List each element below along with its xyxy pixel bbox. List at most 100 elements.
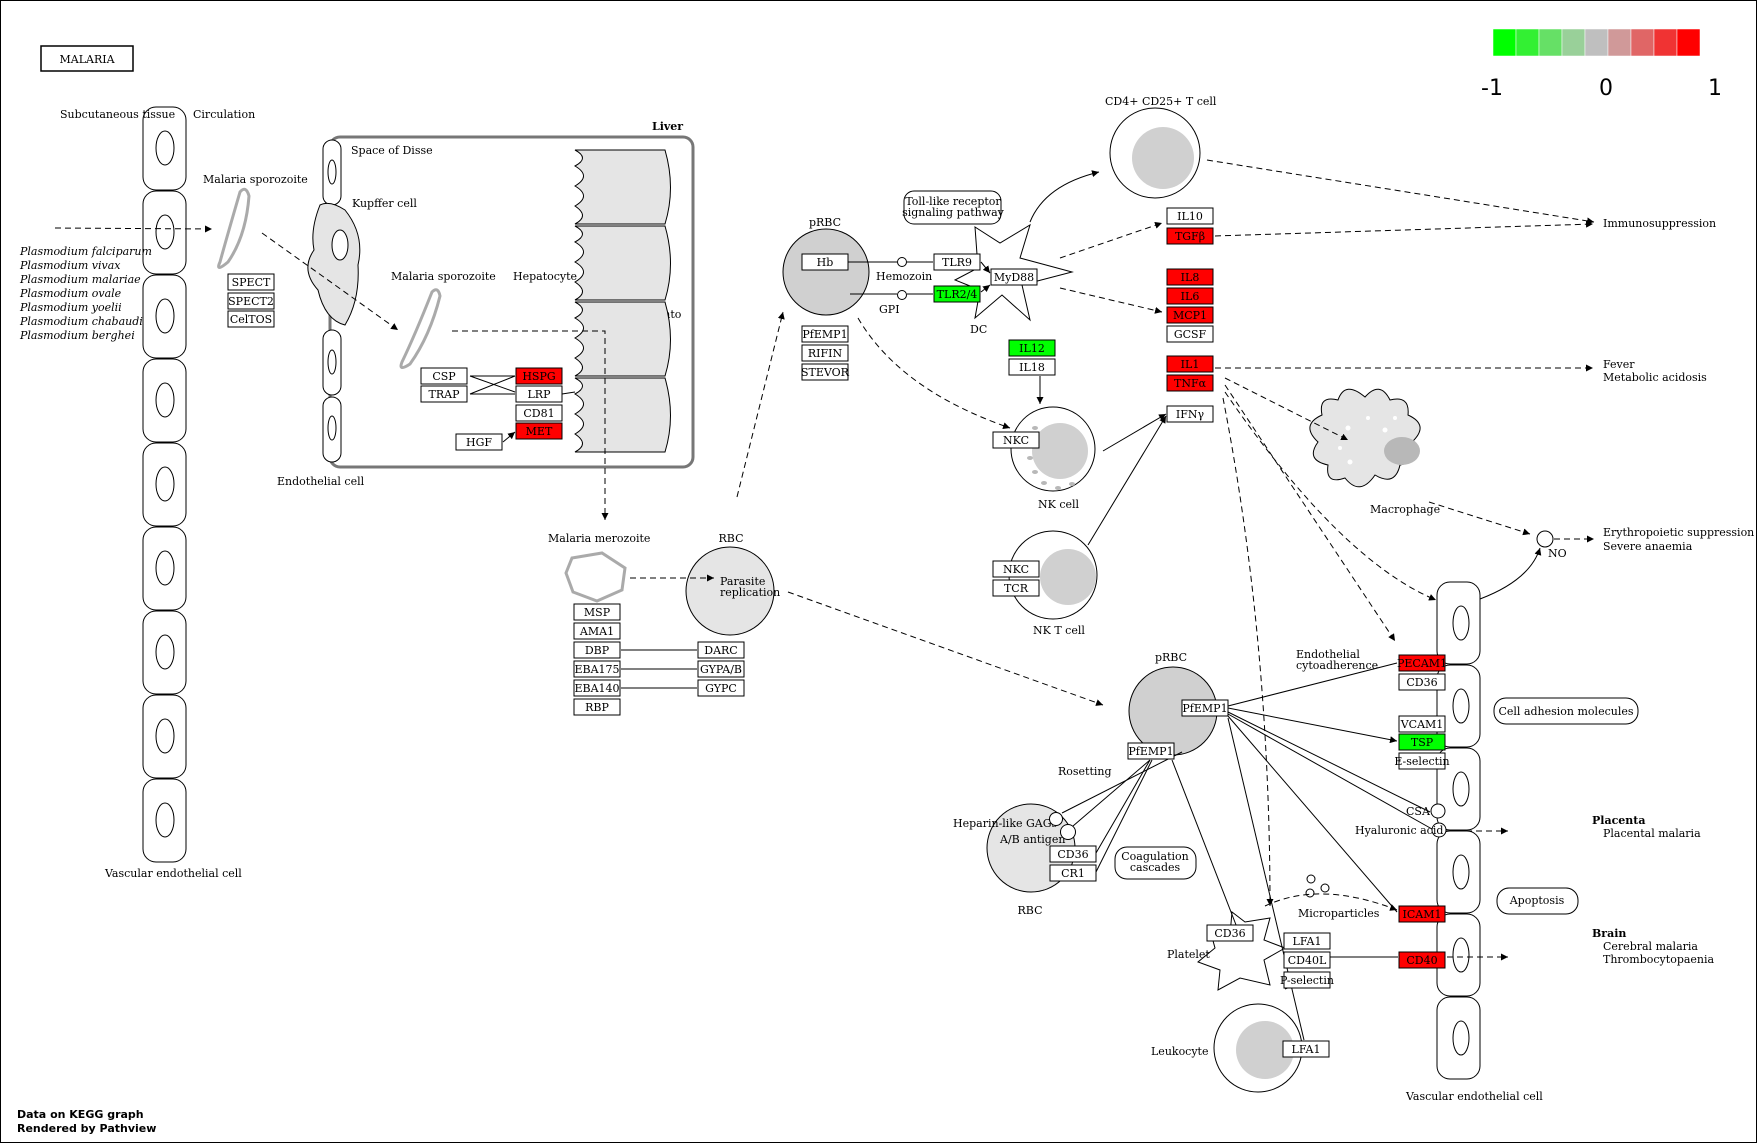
gene-hb[interactable]: Hb bbox=[801, 253, 849, 271]
gene-trap[interactable]: TRAP bbox=[420, 385, 468, 403]
gene-box-csp[interactable] bbox=[420, 367, 468, 385]
gene-spect[interactable]: SPECT bbox=[227, 273, 275, 291]
gene-rifin[interactable]: RIFIN bbox=[801, 344, 849, 362]
gene-box-nkc2[interactable] bbox=[992, 560, 1040, 578]
gene-box-cr1[interactable] bbox=[1049, 864, 1097, 882]
gene-tsp[interactable]: TSP bbox=[1398, 733, 1446, 751]
gene-tlr9[interactable]: TLR9 bbox=[933, 253, 981, 271]
gene-box-hgf[interactable] bbox=[455, 433, 503, 451]
gene-mcp1[interactable]: MCP1 bbox=[1166, 306, 1214, 324]
gene-cd36c[interactable]: CD36 bbox=[1206, 924, 1254, 942]
gene-box-tcr[interactable] bbox=[992, 579, 1040, 597]
gene-eselectin[interactable]: E-selectin bbox=[1394, 752, 1450, 770]
gene-cd40[interactable]: CD40 bbox=[1398, 951, 1446, 969]
gene-box-spect2[interactable] bbox=[227, 292, 275, 310]
gene-box-eselectin[interactable] bbox=[1398, 752, 1446, 770]
gene-lfa1b[interactable]: LFA1 bbox=[1282, 1040, 1330, 1058]
gene-box-il10[interactable] bbox=[1166, 207, 1214, 225]
gene-box-lrp[interactable] bbox=[515, 385, 563, 403]
gene-box-trap[interactable] bbox=[420, 385, 468, 403]
gene-ama1[interactable]: AMA1 bbox=[573, 622, 621, 640]
gene-pfemp1c[interactable]: PfEMP1 bbox=[1127, 742, 1175, 760]
gene-lrp[interactable]: LRP bbox=[515, 385, 563, 403]
gene-box-cd40l[interactable] bbox=[1283, 951, 1331, 969]
gene-cr1[interactable]: CR1 bbox=[1049, 864, 1097, 882]
gene-nkc2[interactable]: NKC bbox=[992, 560, 1040, 578]
gene-il8[interactable]: IL8 bbox=[1166, 268, 1214, 286]
gene-box-cd36b[interactable] bbox=[1049, 845, 1097, 863]
gene-box-hspg[interactable] bbox=[515, 367, 563, 385]
gene-tcr[interactable]: TCR bbox=[992, 579, 1040, 597]
gene-box-cd81[interactable] bbox=[515, 404, 563, 422]
gene-box-dbp[interactable] bbox=[573, 641, 621, 659]
gene-box-tlr24[interactable] bbox=[933, 285, 981, 303]
gene-box-vcam1[interactable] bbox=[1398, 715, 1446, 733]
cell-adhesion-box[interactable] bbox=[1493, 697, 1639, 725]
gene-tgfb[interactable]: TGFβ bbox=[1166, 227, 1214, 245]
gene-box-tnfa[interactable] bbox=[1166, 374, 1214, 392]
apoptosis-box[interactable] bbox=[1496, 887, 1579, 915]
gene-box-pecam1[interactable] bbox=[1398, 654, 1446, 672]
gene-box-pselectin[interactable] bbox=[1283, 971, 1331, 989]
gene-nkc1[interactable]: NKC bbox=[992, 431, 1040, 449]
gene-pselectin[interactable]: P-selectin bbox=[1280, 971, 1334, 989]
gene-il10[interactable]: IL10 bbox=[1166, 207, 1214, 225]
gene-box-myd88[interactable] bbox=[990, 268, 1038, 286]
gene-box-eba175[interactable] bbox=[573, 660, 621, 678]
gene-vcam1[interactable]: VCAM1 bbox=[1398, 715, 1446, 733]
gene-box-lfa1b[interactable] bbox=[1282, 1040, 1330, 1058]
gene-tnfa[interactable]: TNFα bbox=[1166, 374, 1214, 392]
gene-box-icam1[interactable] bbox=[1398, 905, 1446, 923]
gene-il12[interactable]: IL12 bbox=[1008, 339, 1056, 357]
gene-box-hb[interactable] bbox=[801, 253, 849, 271]
gene-cd81[interactable]: CD81 bbox=[515, 404, 563, 422]
gene-il18[interactable]: IL18 bbox=[1008, 358, 1056, 376]
gene-csp[interactable]: CSP bbox=[420, 367, 468, 385]
gene-darc[interactable]: DARC bbox=[697, 641, 745, 659]
gene-rbp[interactable]: RBP bbox=[573, 698, 621, 716]
gene-cd40l[interactable]: CD40L bbox=[1283, 951, 1331, 969]
gene-hspg[interactable]: HSPG bbox=[515, 367, 563, 385]
gene-box-tgfb[interactable] bbox=[1166, 227, 1214, 245]
gene-box-gypc[interactable] bbox=[697, 679, 745, 697]
gene-lfa1a[interactable]: LFA1 bbox=[1283, 932, 1331, 950]
gene-stevor[interactable]: STEVOR bbox=[801, 363, 850, 381]
gene-gcsf[interactable]: GCSF bbox=[1166, 325, 1214, 343]
gene-box-lfa1a[interactable] bbox=[1283, 932, 1331, 950]
gene-box-il18[interactable] bbox=[1008, 358, 1056, 376]
gene-box-ifny[interactable] bbox=[1166, 405, 1214, 423]
gene-box-pfemp1b[interactable] bbox=[1181, 699, 1229, 717]
gene-msp[interactable]: MSP bbox=[573, 603, 621, 621]
gene-box-gcsf[interactable] bbox=[1166, 325, 1214, 343]
gene-il6[interactable]: IL6 bbox=[1166, 287, 1214, 305]
gene-eba175[interactable]: EBA175 bbox=[573, 660, 621, 678]
gene-box-met[interactable] bbox=[515, 422, 563, 440]
gene-ifny[interactable]: IFNγ bbox=[1166, 405, 1214, 423]
gene-met[interactable]: MET bbox=[515, 422, 563, 440]
tlr-pathway-box[interactable] bbox=[903, 190, 1002, 225]
gene-tlr24[interactable]: TLR2/4 bbox=[933, 285, 981, 303]
gene-box-pfemp1c[interactable] bbox=[1127, 742, 1175, 760]
gene-box-nkc1[interactable] bbox=[992, 431, 1040, 449]
gene-box-darc[interactable] bbox=[697, 641, 745, 659]
gene-box-gypab[interactable] bbox=[697, 660, 745, 678]
gene-box-il1[interactable] bbox=[1166, 355, 1214, 373]
gene-box-eba140[interactable] bbox=[573, 679, 621, 697]
gene-box-spect[interactable] bbox=[227, 273, 275, 291]
gene-box-ama1[interactable] bbox=[573, 622, 621, 640]
gene-cd36b[interactable]: CD36 bbox=[1049, 845, 1097, 863]
gene-icam1[interactable]: ICAM1 bbox=[1398, 905, 1446, 923]
gene-box-tsp[interactable] bbox=[1398, 733, 1446, 751]
coagulation-box[interactable] bbox=[1114, 846, 1197, 880]
gene-dbp[interactable]: DBP bbox=[573, 641, 621, 659]
gene-box-tlr9[interactable] bbox=[933, 253, 981, 271]
gene-box-il12[interactable] bbox=[1008, 339, 1056, 357]
gene-celtos[interactable]: CelTOS bbox=[227, 310, 275, 328]
gene-box-il6[interactable] bbox=[1166, 287, 1214, 305]
gene-eba140[interactable]: EBA140 bbox=[573, 679, 621, 697]
gene-box-msp[interactable] bbox=[573, 603, 621, 621]
gene-pfemp1b[interactable]: PfEMP1 bbox=[1181, 699, 1229, 717]
gene-cd36a[interactable]: CD36 bbox=[1398, 673, 1446, 691]
gene-gypab[interactable]: GYPA/B bbox=[697, 660, 745, 678]
gene-pecam1[interactable]: PECAM1 bbox=[1397, 654, 1447, 672]
